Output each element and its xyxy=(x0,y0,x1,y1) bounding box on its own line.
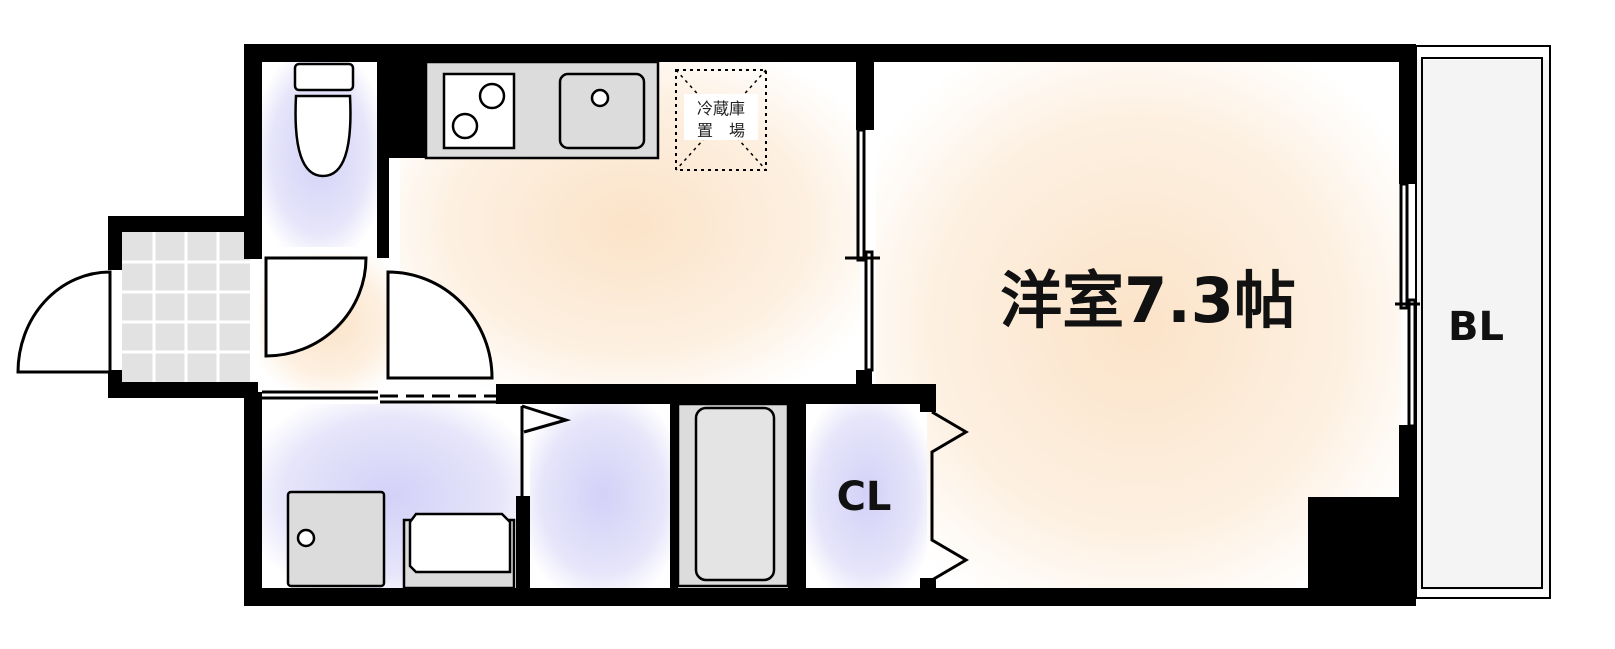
fridge-space-label-1: 冷蔵庫 xyxy=(697,99,745,118)
bathtub xyxy=(676,402,790,588)
washing-machine-space xyxy=(286,490,386,588)
balcony-sliding-window xyxy=(1395,182,1420,428)
fridge-space-label-2: 置 場 xyxy=(697,121,745,140)
room-sliding-door xyxy=(845,128,880,372)
bathroom-floor xyxy=(530,404,675,588)
kitchen-counter xyxy=(424,60,660,160)
toilet-fixture xyxy=(293,62,355,178)
closet-floor xyxy=(807,404,927,588)
balcony-label: BL xyxy=(1448,304,1504,350)
walls xyxy=(108,44,1416,606)
wash-basin xyxy=(402,512,516,590)
closet-folding-door xyxy=(930,410,969,582)
western-room-label: 洋室7.3帖 xyxy=(1000,264,1296,337)
hall-door xyxy=(386,270,494,380)
toilet-door xyxy=(264,256,368,358)
entrance-door xyxy=(16,270,112,374)
wall-outlines xyxy=(262,390,496,404)
closet-label: CL xyxy=(837,474,892,520)
bath-folding-door xyxy=(520,404,572,496)
fridge-space: 冷蔵庫 置 場 xyxy=(675,69,767,171)
entrance-tiles xyxy=(122,232,250,382)
balcony-floor xyxy=(1417,60,1550,590)
